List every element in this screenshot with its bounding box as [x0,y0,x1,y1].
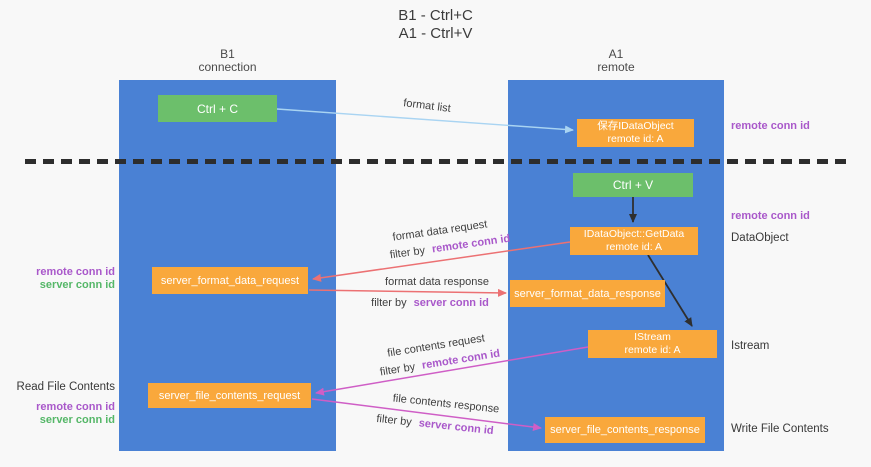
title-line-1: B1 - Ctrl+C [398,7,473,24]
server-conn-id-ref: server conn id [413,297,489,309]
server-file-contents-request-label: server_file_contents_request [158,389,301,402]
left-server-conn-id-label-1: server conn id [39,279,115,291]
server-format-data-response-label: server_format_data_response [514,287,661,300]
write-file-contents-label: Write File Contents [731,423,829,435]
file-contents-request-arrow [315,346,589,396]
getdata-line1: IDataObject::GetData [583,228,685,240]
getdata-to-istream-arrow [647,254,693,327]
left-remote-conn-id-label-2: remote conn id [36,401,115,413]
istream-line1: IStream [634,331,671,343]
istream-box: IStream remote id: A [588,330,717,358]
filter-by-prefix: filter by [371,297,407,309]
istream-side-label: Istream [731,340,770,352]
server-format-data-request-box: server_format_data_request [152,267,308,294]
server-file-contents-request-box: server_file_contents_request [148,383,311,408]
right-remote-conn-id-label-top: remote conn id [731,120,810,132]
ctrl-v-box: Ctrl + V [573,173,693,197]
ctrl-v-label: Ctrl + V [612,178,654,192]
dataobject-label: DataObject [731,232,789,244]
ctrl-c-box: Ctrl + C [158,95,277,122]
server-format-data-request-label: server_format_data_request [160,274,300,287]
format-data-response-arrow [308,288,507,297]
format-data-response-text: format data response [385,276,489,288]
session-divider-line [25,159,847,164]
server-format-data-response-box: server_format_data_response [510,280,665,307]
column-header-b1: B1 connection [119,48,336,74]
column-b1-subtitle: connection [198,60,257,74]
istream-line2: remote id: A [624,344,681,356]
left-server-conn-id-label-2: server conn id [39,414,115,426]
save-idataobject-line2: remote id: A [607,133,664,145]
column-header-a1: A1 remote [508,48,724,74]
read-file-contents-label: Read File Contents [16,381,115,393]
save-idataobject-box: 保存IDataObject remote id: A [577,119,694,147]
format-data-response-label: format data response [385,276,489,288]
save-idataobject-line1: 保存IDataObject [597,120,674,132]
getdata-line2: remote id: A [605,241,663,253]
server-file-contents-response-label: server_file_contents_response [550,424,700,436]
column-b1-name: B1 [220,47,235,61]
diagram-title: B1 - Ctrl+C A1 - Ctrl+V [0,7,871,43]
column-a1-name: A1 [608,47,624,61]
title-line-2: A1 - Ctrl+V [398,25,473,42]
ctrl-c-label: Ctrl + C [196,101,238,116]
column-a1-subtitle: remote [597,60,635,74]
idataobject-getdata-box: IDataObject::GetData remote id: A [570,227,698,255]
file-contents-response-arrow [311,398,542,431]
right-remote-conn-id-label-mid: remote conn id [731,210,810,222]
format-data-request-arrow [312,241,571,282]
server-file-contents-response-box: server_file_contents_response [545,417,705,443]
left-remote-conn-id-label-1: remote conn id [36,266,115,278]
filter-by-server-conn-id-label-1: filter by server conn id [371,297,489,309]
format-list-arrow [276,108,574,134]
